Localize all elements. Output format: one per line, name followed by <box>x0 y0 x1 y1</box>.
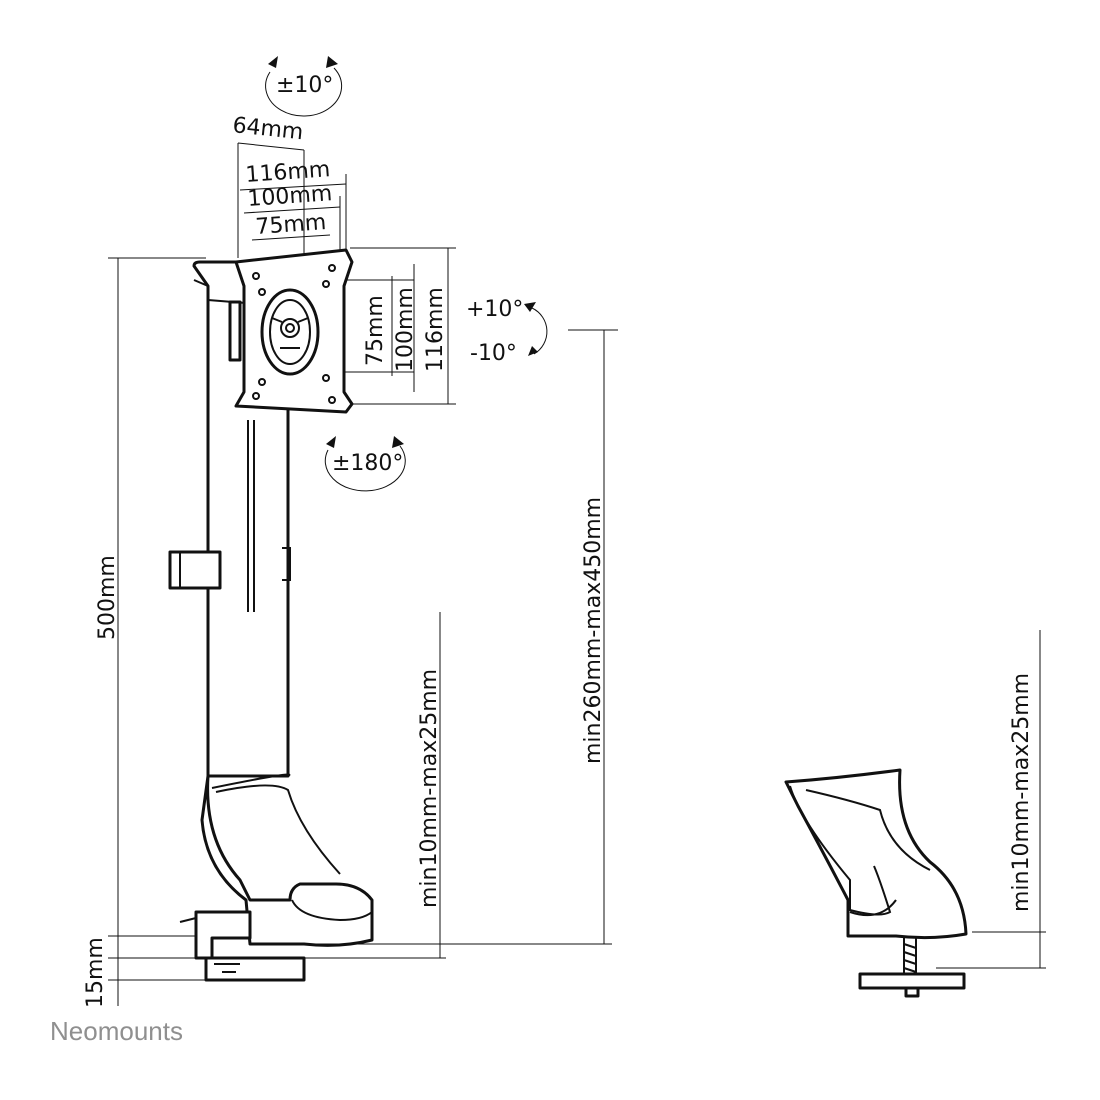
height-range-dimension: min260mm-max450mm <box>568 329 618 944</box>
desk-lines-left <box>108 935 612 981</box>
tilt-top-indicator: ±10° <box>265 56 343 117</box>
vesa-width-dimensions: 64mm 116mm 100mm 75mm <box>231 113 347 258</box>
base-gap-dimension: 15mm <box>83 937 108 1008</box>
height-116-label: 116mm <box>423 287 448 372</box>
desk-thickness-left-label: min10mm-max25mm <box>417 669 442 908</box>
width-100-label: 100mm <box>247 181 333 212</box>
height-100-label: 100mm <box>393 287 418 372</box>
desk-thickness-left-dimension: min10mm-max25mm <box>417 612 442 958</box>
width-64-label: 64mm <box>231 113 304 145</box>
base-gap-label: 15mm <box>83 937 108 1008</box>
rotate-label: ±180° <box>332 451 403 476</box>
rotate-indicator: ±180° <box>324 436 406 492</box>
height-range-label: min260mm-max450mm <box>581 497 606 764</box>
pole-height-dimension: 500mm <box>95 257 206 1006</box>
desk-thickness-right-label: min10mm-max25mm <box>1009 673 1034 912</box>
brand-logo: Neomounts <box>50 1016 183 1046</box>
vesa-height-dimensions: 75mm 100mm 116mm <box>340 247 456 405</box>
pole-height-label: 500mm <box>95 555 120 640</box>
tilt-top-label: ±10° <box>276 73 333 98</box>
tilt-side-indicator: +10° -10° <box>466 297 548 366</box>
width-75-label: 75mm <box>255 210 327 240</box>
tilt-plus-label: +10° <box>466 297 523 322</box>
width-116-label: 116mm <box>245 157 331 188</box>
monitor-stand-drawing <box>168 248 374 982</box>
tilt-minus-label: -10° <box>470 341 517 366</box>
clamp-detail-drawing: min10mm-max25mm <box>784 630 1046 998</box>
height-75-label: 75mm <box>363 295 388 366</box>
